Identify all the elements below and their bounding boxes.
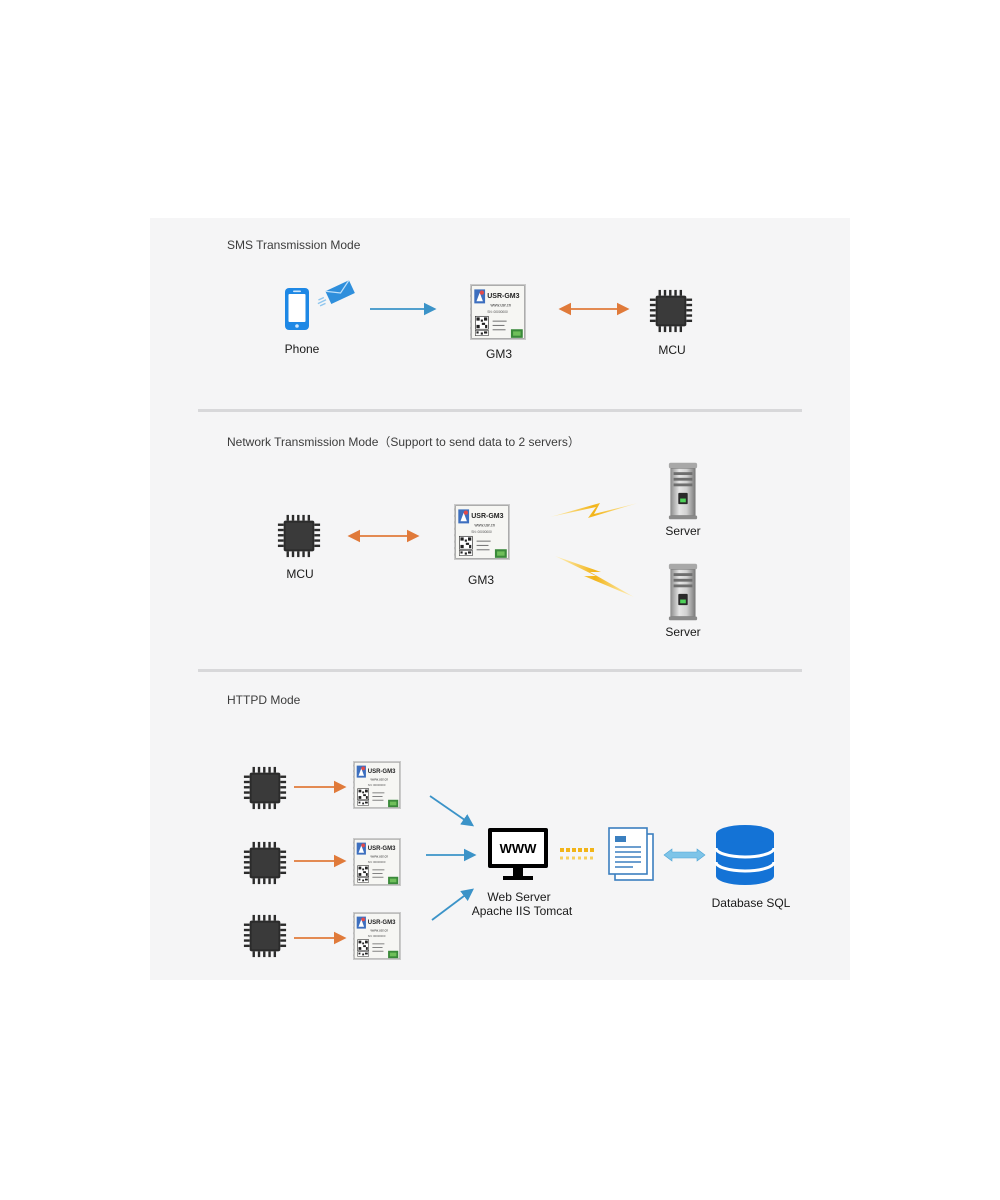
mcu-label: MCU xyxy=(658,343,686,357)
gsm-module-icon xyxy=(352,761,402,809)
gm3-to-webserver-arrow xyxy=(429,795,475,827)
microchip-icon xyxy=(243,766,287,810)
microchip-icon xyxy=(243,841,287,885)
document-database-bidirectional-arrow xyxy=(663,848,706,862)
gm3-to-webserver-arrow xyxy=(431,888,475,921)
monitor-www-icon xyxy=(488,828,548,880)
gsm-module-icon xyxy=(352,838,402,886)
gsm-module-icon xyxy=(469,284,527,340)
gm3-label: GM3 xyxy=(467,573,495,587)
webserver-document-link xyxy=(560,848,596,860)
lightning-link-icon xyxy=(555,556,634,597)
gsm-module-icon xyxy=(453,504,511,560)
gm3-label: GM3 xyxy=(485,347,513,361)
database-icon xyxy=(714,825,776,885)
web-server-label: Web Server xyxy=(487,890,551,904)
sms-section-title: SMS Transmission Mode xyxy=(227,238,361,252)
server-label: Server xyxy=(665,625,701,639)
microchip-icon xyxy=(649,289,693,333)
httpd-section-title: HTTPD Mode xyxy=(227,693,301,707)
phone-label: Phone xyxy=(284,342,320,356)
envelope-icon xyxy=(317,279,355,307)
section-divider xyxy=(198,409,802,412)
network-section-title: Network Transmission Mode（Support to sen… xyxy=(227,435,580,449)
section-divider xyxy=(198,669,802,672)
web-server-software-label: Apache IIS Tomcat xyxy=(471,904,573,918)
www-text: WWW xyxy=(500,841,538,856)
server-tower-icon xyxy=(668,462,698,520)
microchip-icon xyxy=(243,914,287,958)
gsm-module-icon xyxy=(352,912,402,960)
server-tower-icon xyxy=(668,563,698,621)
mcu-label: MCU xyxy=(286,567,314,581)
microchip-icon xyxy=(277,514,321,558)
lightning-link-icon xyxy=(550,503,638,518)
document-stack-icon xyxy=(608,827,654,881)
server-label: Server xyxy=(665,524,701,538)
phone-icon xyxy=(285,288,309,330)
database-label: Database SQL xyxy=(711,896,791,910)
